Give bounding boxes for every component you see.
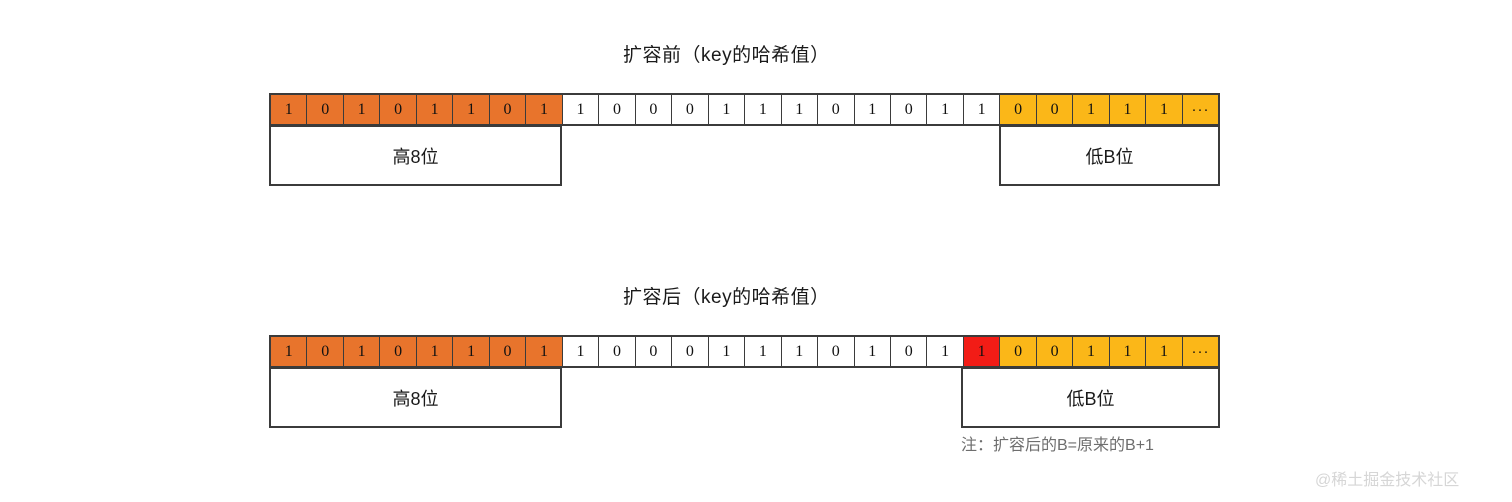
bit-cell: 0	[672, 337, 709, 366]
bit-cell: 0	[1036, 95, 1074, 124]
bit-cell: 1	[927, 337, 964, 366]
bit-cell: 0	[489, 95, 527, 124]
bit-cell: 1	[963, 337, 1001, 366]
bit-cell: 1	[781, 95, 819, 124]
bit-cell: 0	[1000, 337, 1037, 366]
bit-cell: 0	[599, 337, 636, 366]
low-bits-label-after: 低B位	[961, 367, 1220, 428]
bit-cell: 0	[672, 95, 709, 124]
bit-cell: 0	[890, 95, 928, 124]
bit-cell: 1	[927, 95, 964, 124]
bit-cell: 1	[963, 95, 1001, 124]
bit-cell: 1	[708, 95, 746, 124]
bit-cell: 0	[818, 337, 855, 366]
bit-cell: 1	[1073, 337, 1110, 366]
bit-cell: ···	[1182, 95, 1219, 124]
bit-cell: 1	[562, 95, 600, 124]
bit-cell: 1	[271, 337, 308, 366]
bit-cell: 1	[854, 337, 891, 366]
bit-cell: 1	[453, 337, 490, 366]
bit-cell: 0	[635, 337, 673, 366]
watermark: @稀土掘金技术社区	[1315, 472, 1460, 489]
bit-cell: 1	[1109, 337, 1147, 366]
high-bits-label-before: 高8位	[269, 125, 562, 186]
expansion-note: 注：扩容后的B=原来的B+1	[961, 437, 1154, 454]
bit-cell: 1	[745, 337, 782, 366]
bit-cell: 0	[599, 95, 636, 124]
bit-cell: 1	[854, 95, 891, 124]
bit-cell: 1	[562, 337, 600, 366]
bit-cell: 1	[526, 95, 563, 124]
bit-cell: 1	[416, 95, 454, 124]
bit-cell: 0	[890, 337, 928, 366]
bit-cell: 0	[380, 95, 417, 124]
bit-cell: 1	[416, 337, 454, 366]
bit-cell: 1	[271, 95, 308, 124]
bit-cell: 0	[1036, 337, 1074, 366]
section-title-after: 扩容后（key的哈希值）	[623, 287, 830, 308]
bit-cell: 1	[343, 337, 381, 366]
bit-cell: 0	[818, 95, 855, 124]
bit-cell: 1	[453, 95, 490, 124]
bit-cell: 0	[307, 337, 344, 366]
bit-cell: 0	[1000, 95, 1037, 124]
bit-cell: 1	[343, 95, 381, 124]
section-title-before: 扩容前（key的哈希值）	[623, 45, 830, 66]
low-bits-label-before: 低B位	[999, 125, 1220, 186]
bit-cell: 1	[1146, 337, 1183, 366]
bit-cell: 1	[1109, 95, 1147, 124]
bit-cell: 1	[708, 337, 746, 366]
bit-cell: ···	[1182, 337, 1219, 366]
bit-cell: 0	[380, 337, 417, 366]
bit-cell: 1	[781, 337, 819, 366]
bit-cell: 0	[635, 95, 673, 124]
bit-cell: 1	[1146, 95, 1183, 124]
bit-cell: 1	[526, 337, 563, 366]
bit-cell: 1	[1073, 95, 1110, 124]
bit-cell: 0	[489, 337, 527, 366]
bit-cell: 0	[307, 95, 344, 124]
bit-cell: 1	[745, 95, 782, 124]
high-bits-label-after: 高8位	[269, 367, 562, 428]
